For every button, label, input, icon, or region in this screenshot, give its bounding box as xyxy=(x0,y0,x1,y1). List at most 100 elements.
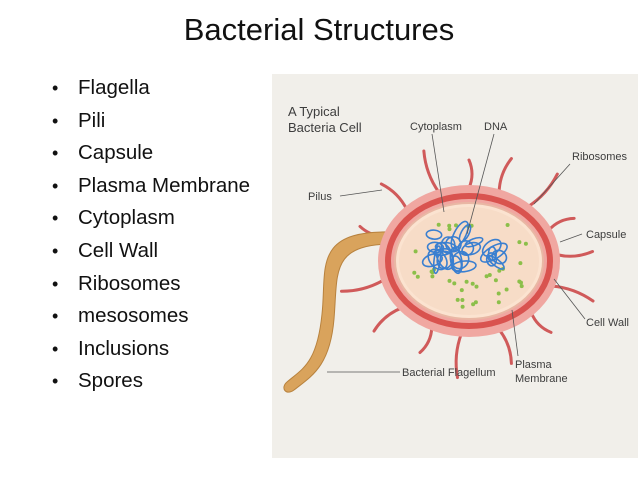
ribosome-dot xyxy=(454,223,458,228)
bullet-text: Inclusions xyxy=(78,336,170,360)
bullet-text: Ribosomes xyxy=(78,271,181,295)
diagram-title-line1: A Typical xyxy=(288,104,340,119)
ribosome-dot xyxy=(523,241,528,246)
label-cytoplasm: Cytoplasm xyxy=(410,121,462,133)
bullet-text: Cell Wall xyxy=(78,238,159,262)
bullet-text: Spores xyxy=(78,369,143,393)
bullet-icon: • xyxy=(52,371,59,392)
ribosome-dot xyxy=(447,227,452,232)
ribosome-dot xyxy=(505,223,510,227)
ribosome-dot xyxy=(412,270,417,275)
ribosome-dot xyxy=(447,223,452,228)
pilus-strand xyxy=(454,332,463,380)
bullet-text: Plasma Membrane xyxy=(78,173,251,197)
bullet-icon: • xyxy=(52,306,59,327)
ribosome-dot xyxy=(471,302,476,307)
ribosome-dot xyxy=(487,273,492,277)
cell-wall-shape xyxy=(385,193,553,329)
dna-strand xyxy=(427,248,448,271)
bacteria-cell-diagram: A Typical Bacteria Cell Cytoplasm DNA Ri… xyxy=(283,104,629,393)
ribosome-dot xyxy=(436,222,441,227)
bullet-icon: • xyxy=(52,208,59,229)
pilus-strand xyxy=(467,158,474,190)
bullet-icon: • xyxy=(52,143,59,164)
diagram-title-line2: Bacteria Cell xyxy=(288,120,362,135)
ribosome-dot xyxy=(470,281,475,286)
label-plasma-line1: Plasma xyxy=(515,359,553,371)
pilus-strand xyxy=(555,250,595,258)
bullet-text: Pili xyxy=(78,108,106,132)
pilus-strand xyxy=(372,306,404,333)
ribosome-dot xyxy=(455,297,460,302)
ribosome-dot xyxy=(496,300,501,305)
bullet-icon: • xyxy=(52,110,59,131)
ribosome-dot xyxy=(415,274,420,279)
bullet-item: • Ribosomes xyxy=(52,268,250,301)
ribosome-dot xyxy=(473,300,478,305)
ribosome-dot xyxy=(504,287,509,292)
bullet-text: mesosomes xyxy=(78,304,189,328)
bullet-item: •Flagella xyxy=(52,72,250,105)
label-dna: DNA xyxy=(484,121,508,133)
bullet-item: • Spores xyxy=(52,365,250,398)
pilus-strand xyxy=(550,284,595,303)
dna-strand xyxy=(425,229,443,240)
label-pilus: Pilus xyxy=(308,191,332,203)
dna-strand xyxy=(450,255,463,272)
pilus-strand xyxy=(422,149,441,194)
ribosome-dot xyxy=(460,304,465,309)
ribosome-dot xyxy=(460,298,465,302)
bullet-list: •Flagella •Pili •Capsule •Plasma Membran… xyxy=(52,72,250,398)
bullet-icon: • xyxy=(52,240,59,261)
pilus-strand xyxy=(339,278,386,293)
pilus-strand xyxy=(547,216,576,232)
ribosome-dot xyxy=(452,281,457,286)
ribosome-dot xyxy=(519,284,524,289)
pilus-strand xyxy=(497,328,513,365)
ribosome-dot xyxy=(497,268,502,273)
bullet-item: • mesosomes xyxy=(52,300,250,333)
bullet-icon: • xyxy=(52,273,59,294)
bullet-item: • Cytoplasm xyxy=(52,202,250,235)
ribosome-dot xyxy=(430,274,435,279)
ribosome-dot xyxy=(413,249,418,254)
ribosome-dot xyxy=(519,280,523,285)
bullet-text: Flagella xyxy=(78,76,150,99)
ribosome-dot xyxy=(484,274,489,279)
slide-title: Bacterial Structures xyxy=(183,12,455,47)
ribosome-dot xyxy=(459,288,464,293)
ribosome-dot xyxy=(474,284,479,289)
label-cell-wall: Cell Wall xyxy=(586,317,629,329)
label-ribosomes: Ribosomes xyxy=(572,151,628,163)
bullet-text: Cytoplasm xyxy=(78,206,175,230)
pilus-strand xyxy=(497,157,513,194)
bullet-item: • Inclusions xyxy=(52,333,250,366)
flagellum-shape xyxy=(283,231,395,393)
dna-strand xyxy=(435,241,455,271)
pilus-strand xyxy=(529,311,553,334)
pilus-strand xyxy=(418,325,434,355)
dna-strand xyxy=(487,255,505,270)
bullet-item: • Plasma Membrane xyxy=(52,170,250,203)
bacteria-cell-figure: A Typical Bacteria Cell Cytoplasm DNA Ri… xyxy=(272,74,638,458)
bullet-text: Capsule xyxy=(78,141,154,165)
bullet-item: • Pili xyxy=(52,105,250,138)
ribosome-dot xyxy=(493,278,498,283)
pilus-strand xyxy=(526,172,559,209)
bullet-icon: • xyxy=(52,338,59,359)
pilus-strand xyxy=(379,182,409,211)
ribosome-dot xyxy=(517,240,522,245)
label-capsule: Capsule xyxy=(586,229,626,241)
dna-strand xyxy=(432,245,442,275)
ribosome-dot xyxy=(464,279,469,284)
ribosome-dot xyxy=(447,278,452,283)
dna-strand xyxy=(445,235,462,253)
bullet-item: • Cell Wall xyxy=(52,235,250,268)
dna-strand xyxy=(491,249,508,265)
label-plasma-line2: Membrane xyxy=(515,373,568,385)
label-flagellum: Bacterial Flagellum xyxy=(402,367,496,379)
bullet-icon: • xyxy=(52,175,59,196)
dna-nucleoid xyxy=(421,220,508,275)
dna-strand xyxy=(461,241,482,256)
ribosome-dot xyxy=(496,291,501,296)
